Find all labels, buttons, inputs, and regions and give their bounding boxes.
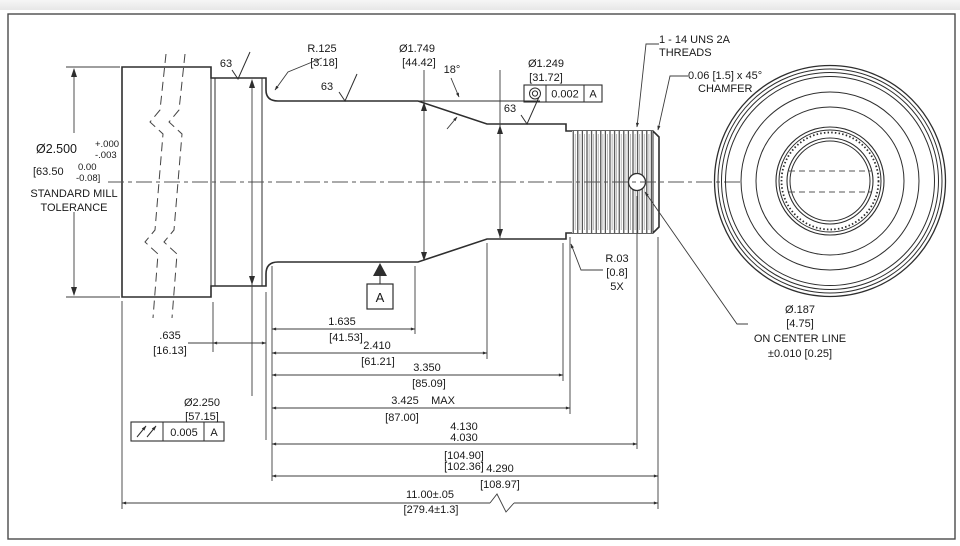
dimension-lines [71,68,659,513]
callout-texts: Ø2.500 +.000 -.003 [63.50 0.00 -0.08] ST… [30,34,846,423]
fillet-radius-in: R.125 [307,43,336,55]
top-gradient-bar [0,0,960,10]
thread-spec-line1: 1 - 14 UNS 2A [659,34,731,46]
side-view-shaft-outline [108,53,743,319]
finish-63-mid: 63 [321,81,333,93]
hole-dia-mm: [4.75] [786,318,814,330]
relief-radius-mm: [0.8] [606,267,627,279]
leader-lines [274,43,748,325]
dim-3425-mm: [87.00] [385,412,419,424]
dim-3350-in: 3.350 [413,362,441,374]
finish-63-right: 63 [504,103,516,115]
dim-2410-mm: [61.21] [361,356,395,368]
dia-2500-tol-minus: -.003 [95,150,117,161]
total-runout-icon [136,425,157,438]
mill-tolerance-note-2: TOLERANCE [40,202,107,214]
chamfer-note-line2: CHAMFER [698,83,752,95]
dim-635-mm: [16.13] [153,345,187,357]
relief-radius-count: 5X [610,281,624,293]
hole-note-line1: ON CENTER LINE [754,333,846,345]
datum-triangle-icon [373,263,387,276]
dim-1635-mm: [41.53] [329,332,363,344]
datum-label: A [376,290,385,305]
concentricity-icon [529,87,541,100]
relief-radius-in: R.03 [605,253,628,265]
datum-a-flag: A [366,263,394,310]
dim-3425-max: MAX [431,395,456,407]
fillet-radius-mm: [3.18] [310,57,338,69]
thread-spec-line2: THREADS [659,47,712,59]
linear-dimension-texts: .635 [16.13] 1.635 [41.53] 2.410 [61.21]… [153,316,520,516]
dia-1749-in: Ø1.749 [399,43,435,55]
fcf-concentricity-tolerance: 0.002 [551,89,579,101]
hole-note-line2: ±0.010 [0.25] [768,348,832,360]
taper-angle: 18° [444,64,461,76]
dia-1749-mm: [44.42] [402,57,436,69]
dia-2500-mm-minus: -0.08] [76,173,100,184]
dim-4290-in: 4.290 [486,463,514,475]
fcf-concentricity: 0.002 A [523,84,603,103]
extension-lines [66,66,659,509]
fcf-concentricity-datum: A [589,89,597,101]
fcf-runout-datum: A [210,427,218,439]
break-line-right [163,53,186,319]
dia-2500-tol-plus: +.000 [95,139,119,150]
dim-4130-in-hi: 4.130 [450,421,478,433]
dim-635-in: .635 [159,330,180,342]
dim-1100-in: 11.00±.05 [406,489,454,501]
dia-2500-mm-plus: 0.00 [78,162,97,173]
fcf-runout-tolerance: 0.005 [170,427,198,439]
end-view-concentric-circles [713,64,947,298]
fcf-total-runout: 0.005 A [130,421,225,442]
surface-finish-icon [231,51,540,126]
chamfer-note-line1: 0.06 [1.5] x 45° [688,70,762,82]
drawing-border-frame [7,13,956,540]
hole-dia-in: Ø.187 [785,304,815,316]
dim-2410-in: 2.410 [363,340,391,352]
dia-2500-value: Ø2.500 [36,142,77,156]
dia-2500-mm: [63.50 [33,166,64,178]
dim-3350-mm: [85.09] [412,378,446,390]
thread-texture-ring [780,131,880,231]
dia-2250-in: Ø2.250 [184,397,220,409]
finish-63-left: 63 [220,58,232,70]
dia-2250-mm: [57.15] [185,411,219,423]
dim-3425-in: 3.425 [391,395,419,407]
dim-4290-mm: [108.97] [480,479,520,491]
dim-4130-in-lo: 4.030 [450,432,478,444]
dim-4130-mm-lo: [102.36] [444,461,484,473]
dim-1100-mm: [279.4±1.3] [404,504,459,516]
break-line-left [144,53,167,319]
mill-tolerance-note-1: STANDARD MILL [30,188,117,200]
dia-1249-mm: [31.72] [529,72,563,84]
dim-1635-in: 1.635 [328,316,356,328]
dim-4130-mm-hi: [104.90] [444,450,484,462]
dia-1249-in: Ø1.249 [528,58,564,70]
